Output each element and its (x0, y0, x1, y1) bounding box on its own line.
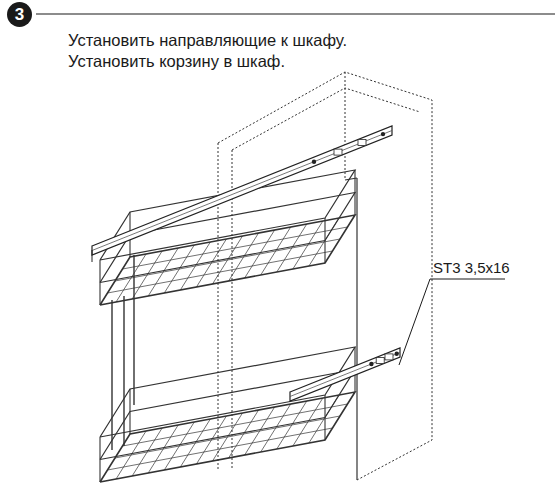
basket (100, 170, 355, 482)
instruction-text: Установить корзину в шкаф. (68, 52, 285, 71)
basket-rim (100, 347, 355, 437)
basket-wire (100, 170, 355, 305)
rail-bracket (358, 140, 366, 146)
rail-groove (290, 353, 400, 397)
slide-rail (92, 126, 392, 255)
screw (312, 160, 316, 164)
basket-post (129, 389, 130, 434)
basket-floor-wire (115, 416, 340, 458)
frame-post (123, 296, 124, 446)
rail-bracket (385, 354, 393, 360)
fastener-callout: ST3 3,5x16 (433, 259, 510, 276)
basket-floor-wire (115, 239, 340, 281)
instruction-text: Установить направляющие к шкафу. (68, 31, 347, 50)
screw (381, 132, 385, 136)
basket-wire (100, 347, 355, 482)
rail-bracket (334, 149, 342, 155)
step-number-circle: 3 (7, 2, 32, 27)
rail-groove (92, 131, 392, 251)
step-number: 3 (15, 6, 24, 23)
basket-post (99, 437, 100, 482)
rail-bracket (376, 357, 384, 363)
screw (369, 362, 373, 366)
basket-post (99, 260, 100, 305)
cabinet-side (345, 178, 357, 480)
basket-rim (100, 170, 355, 260)
basket-floor-wire (108, 428, 333, 470)
frame-post (133, 255, 134, 405)
basket-post (354, 170, 355, 215)
basket-rim (100, 193, 355, 283)
basket-floor-wire (123, 227, 348, 269)
basket-floor-wire (123, 404, 348, 446)
screw (395, 352, 399, 356)
basket-floor-wire (108, 251, 333, 293)
rail-end (92, 250, 93, 262)
header-rule (36, 13, 555, 14)
frame-post (111, 300, 112, 450)
basket-rim (100, 392, 355, 482)
rail (92, 126, 400, 401)
leader-line (399, 279, 505, 365)
slide-rail (290, 348, 400, 401)
